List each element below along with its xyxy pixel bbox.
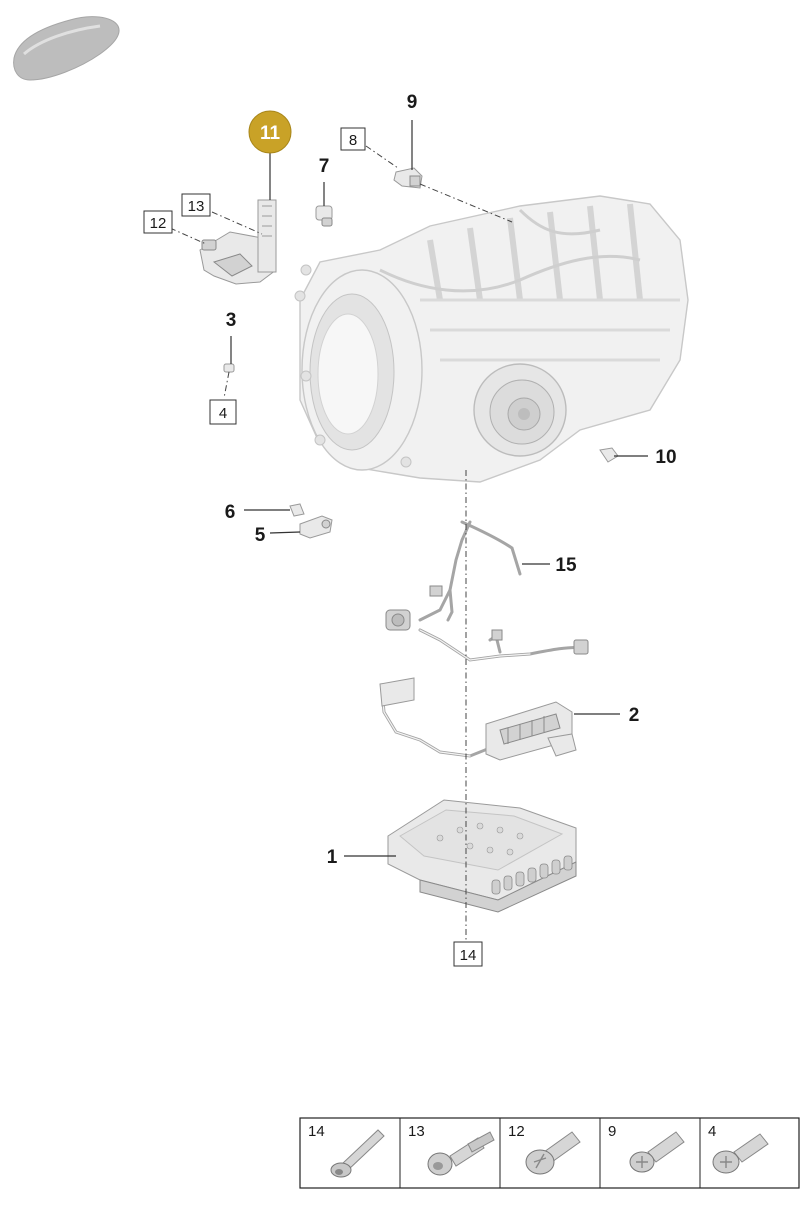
mounting-bracket[interactable] (199, 199, 277, 285)
legend-number-9: 9 (608, 1123, 616, 1140)
boxed-ref-14-label: 14 (460, 947, 477, 964)
boxed-ref-4[interactable]: 4 (209, 399, 237, 425)
sensor-7[interactable] (315, 205, 333, 227)
conductor-plate[interactable] (379, 677, 577, 761)
boxed-ref-4-label: 4 (219, 405, 227, 422)
callout-11: 11 (260, 123, 281, 144)
transmission-housing (294, 195, 689, 483)
callout-11-highlight[interactable]: 11 (248, 110, 292, 154)
boxed-ref-14[interactable]: 14 (453, 941, 483, 967)
flange-bolt-icon[interactable] (525, 1131, 581, 1175)
boxed-ref-13-label: 13 (188, 198, 205, 215)
leader-lines (169, 120, 648, 942)
callout-labels: 11 9 7 3 10 6 5 15 2 1 (225, 92, 677, 868)
boxed-ref-12[interactable]: 12 (143, 210, 173, 234)
torx-bolt-icon[interactable] (712, 1133, 769, 1174)
callout-5[interactable]: 5 (255, 525, 266, 546)
legend-number-14: 14 (308, 1123, 325, 1140)
boxed-ref-8[interactable]: 8 (340, 127, 366, 151)
clip-3[interactable] (223, 363, 235, 373)
valve-body[interactable] (387, 799, 577, 913)
boxed-ref-12-label: 12 (150, 215, 167, 232)
boxed-ref-13[interactable]: 13 (181, 193, 211, 217)
callout-6[interactable]: 6 (225, 502, 236, 523)
sensor-10[interactable] (599, 447, 619, 463)
callout-7[interactable]: 7 (319, 156, 330, 177)
wiring-harness[interactable] (385, 520, 589, 662)
boxed-refs: 8 13 12 4 14 (143, 127, 483, 967)
sensor-5[interactable] (299, 515, 333, 539)
bolt-legend: 14 13 12 9 4 (299, 1117, 800, 1189)
legend-number-12: 12 (508, 1123, 525, 1140)
connector-6[interactable] (289, 503, 305, 517)
callout-2[interactable]: 2 (629, 705, 640, 726)
torx-bolt-icon[interactable] (629, 1131, 685, 1173)
car-silhouette-icon[interactable] (13, 16, 120, 81)
callout-1[interactable]: 1 (327, 847, 338, 868)
harness-connector (385, 585, 589, 655)
callout-9[interactable]: 9 (407, 92, 418, 113)
long-bolt-icon[interactable] (330, 1129, 385, 1178)
callout-15[interactable]: 15 (555, 555, 577, 576)
callout-3[interactable]: 3 (226, 310, 237, 331)
boxed-ref-8-label: 8 (349, 132, 357, 149)
legend-number-4: 4 (708, 1123, 716, 1140)
sensor-9[interactable] (393, 167, 423, 189)
stud-bolt-icon[interactable] (427, 1131, 495, 1176)
legend-number-13: 13 (408, 1123, 425, 1140)
callout-10[interactable]: 10 (655, 447, 676, 468)
